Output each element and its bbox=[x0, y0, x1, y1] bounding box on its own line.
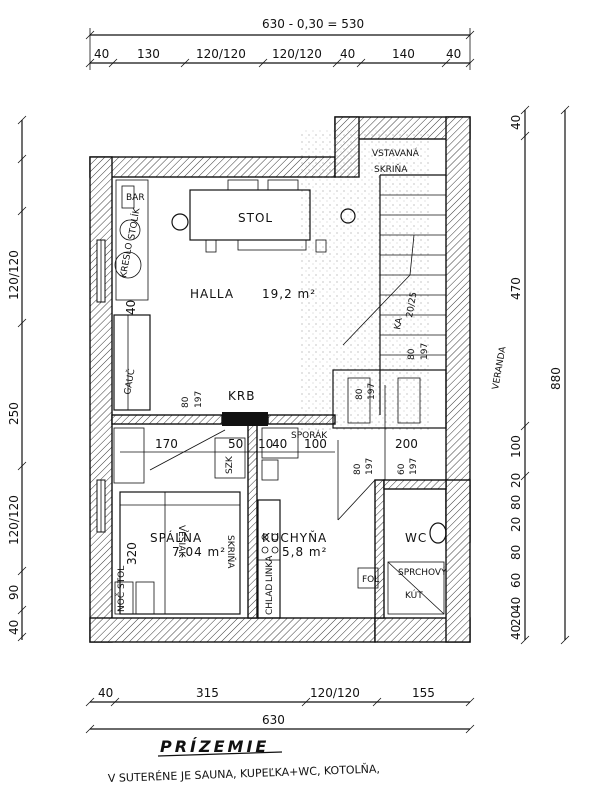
top-overall-dim: 630 - 0,30 = 530 bbox=[262, 17, 364, 31]
right-dim-7: 60 bbox=[509, 573, 523, 588]
left-dimension-chain: 120/120 250 120/120 90 40 bbox=[7, 115, 27, 642]
room-labels: HALLA 19,2 m² STOL VSTAVANÁ SKRIŇA SPÁLŇ… bbox=[115, 147, 509, 615]
top-seg-6: 40 bbox=[446, 47, 461, 61]
top-seg-2: 120/120 bbox=[196, 47, 246, 61]
label-kreslo: KRESLO bbox=[119, 242, 135, 279]
label-stol: STOL bbox=[238, 211, 273, 225]
label-krb: KRB bbox=[228, 389, 255, 403]
dim-320: 320 bbox=[125, 542, 139, 565]
right-dim-2: 100 bbox=[509, 435, 523, 458]
bottom-dimension-chain: 40 315 120/120 155 630 bbox=[85, 686, 475, 734]
top-seg-5: 140 bbox=[392, 47, 415, 61]
right-dim-0: 40 bbox=[509, 115, 523, 130]
left-dim-0: 120/120 bbox=[7, 250, 21, 300]
left-dim-3: 90 bbox=[7, 585, 21, 600]
right-dimension-chain: 40 470 100 20 80 20 80 60 40 20 40 880 bbox=[509, 105, 570, 645]
dim-200: 200 bbox=[395, 437, 418, 451]
label-hall-area: 19,2 m² bbox=[262, 287, 316, 301]
dim-197a: 197 bbox=[194, 391, 204, 408]
dim-197e: 197 bbox=[409, 458, 419, 475]
inner-dimensions: 170 50 10 40 100 200 320 40 80 197 80 19… bbox=[120, 300, 430, 565]
dim-197b: 197 bbox=[367, 383, 377, 400]
label-sporak: SPORÁK bbox=[291, 429, 328, 441]
right-dim-6: 80 bbox=[509, 545, 523, 560]
label-veranda: VERANDA bbox=[491, 345, 509, 390]
label-bedroom: SPÁLŇA bbox=[150, 530, 202, 545]
right-dim-9: 20 bbox=[509, 611, 523, 626]
bottom-overall-dim: 630 bbox=[262, 713, 285, 727]
label-nocstol: NOČ STOL bbox=[115, 566, 127, 612]
label-stair-rise: 20/25 bbox=[405, 291, 419, 318]
walls bbox=[89, 116, 471, 643]
dim-197d: 197 bbox=[365, 458, 375, 475]
label-szk: SZK bbox=[225, 455, 235, 474]
dim-80c: 80 bbox=[407, 348, 417, 360]
left-dim-2: 120/120 bbox=[7, 495, 21, 545]
top-seg-0: 40 bbox=[94, 47, 109, 61]
left-dim-1: 250 bbox=[7, 402, 21, 425]
top-dimension-chain: 630 - 0,30 = 530 40 130 120/120 120/120 … bbox=[85, 17, 475, 70]
label-chlad: CHLAD bbox=[265, 584, 275, 615]
plan-title: PRÍZEMIE bbox=[160, 737, 269, 756]
right-dim-10: 40 bbox=[509, 625, 523, 640]
label-bedroom-area: 7,04 m² bbox=[172, 545, 226, 559]
wc-furniture bbox=[357, 522, 447, 615]
left-windows bbox=[96, 239, 106, 533]
right-dim-1: 470 bbox=[509, 277, 523, 300]
top-seg-1: 130 bbox=[137, 47, 160, 61]
top-seg-4: 40 bbox=[340, 47, 355, 61]
dim-80d: 80 bbox=[353, 463, 363, 475]
kitchen-furniture bbox=[257, 427, 299, 619]
label-fol: FOL bbox=[362, 575, 379, 585]
right-dim-8: 40 bbox=[509, 597, 523, 612]
label-bar: BAR bbox=[126, 193, 145, 203]
dim-80b: 80 bbox=[355, 388, 365, 400]
label-kitchen: KUCHYŇA bbox=[262, 530, 327, 545]
bottom-seg-1: 315 bbox=[196, 686, 219, 700]
bottom-seg-2: 120/120 bbox=[310, 686, 360, 700]
label-stolik: STOLÍK bbox=[125, 206, 143, 241]
dim-40: 40 bbox=[272, 437, 287, 451]
dim-40b: 40 bbox=[124, 300, 138, 315]
right-dim-3: 20 bbox=[509, 473, 523, 488]
dim-100: 100 bbox=[304, 437, 327, 451]
dim-10: 10 bbox=[258, 437, 273, 451]
label-linka: LINKA bbox=[265, 555, 275, 582]
left-dim-4: 40 bbox=[7, 620, 21, 635]
title-underline bbox=[157, 751, 283, 757]
bottom-seg-0: 40 bbox=[98, 686, 113, 700]
label-vesiak: VEŠIAK bbox=[176, 525, 188, 558]
bedroom-furniture bbox=[113, 427, 246, 615]
bottom-seg-3: 155 bbox=[412, 686, 435, 700]
basement-note: V SUTERÉNE JE SAUNA, KUPEĽKA+WC, KOTOLŇA… bbox=[108, 763, 381, 785]
dim-197c: 197 bbox=[420, 343, 430, 360]
label-hall: HALLA bbox=[190, 287, 234, 301]
label-kitchen-area: 5,8 m² bbox=[282, 545, 327, 559]
hall-furniture bbox=[113, 179, 356, 411]
label-shower-2: KÚT bbox=[405, 589, 423, 601]
right-overall-dim: 880 bbox=[549, 367, 563, 390]
right-dim-4: 80 bbox=[509, 495, 523, 510]
label-gauc: GAUČ bbox=[121, 368, 137, 396]
label-wc: WC bbox=[405, 531, 427, 545]
label-skrina: SKRIŇA bbox=[225, 535, 236, 569]
dim-60: 60 bbox=[397, 463, 407, 475]
right-dim-5: 20 bbox=[509, 517, 523, 532]
scan-noise bbox=[300, 130, 430, 430]
label-stair-ka: KA bbox=[393, 316, 405, 330]
staircase bbox=[332, 174, 447, 521]
label-shower-1: SPRCHOVÝ bbox=[398, 566, 447, 578]
dim-80a: 80 bbox=[181, 396, 191, 408]
top-seg-3: 120/120 bbox=[272, 47, 322, 61]
dim-170: 170 bbox=[155, 437, 178, 451]
label-wardrobe-1: VSTAVANÁ bbox=[372, 147, 420, 159]
label-wardrobe-2: SKRIŇA bbox=[374, 164, 408, 175]
dim-50: 50 bbox=[228, 437, 243, 451]
